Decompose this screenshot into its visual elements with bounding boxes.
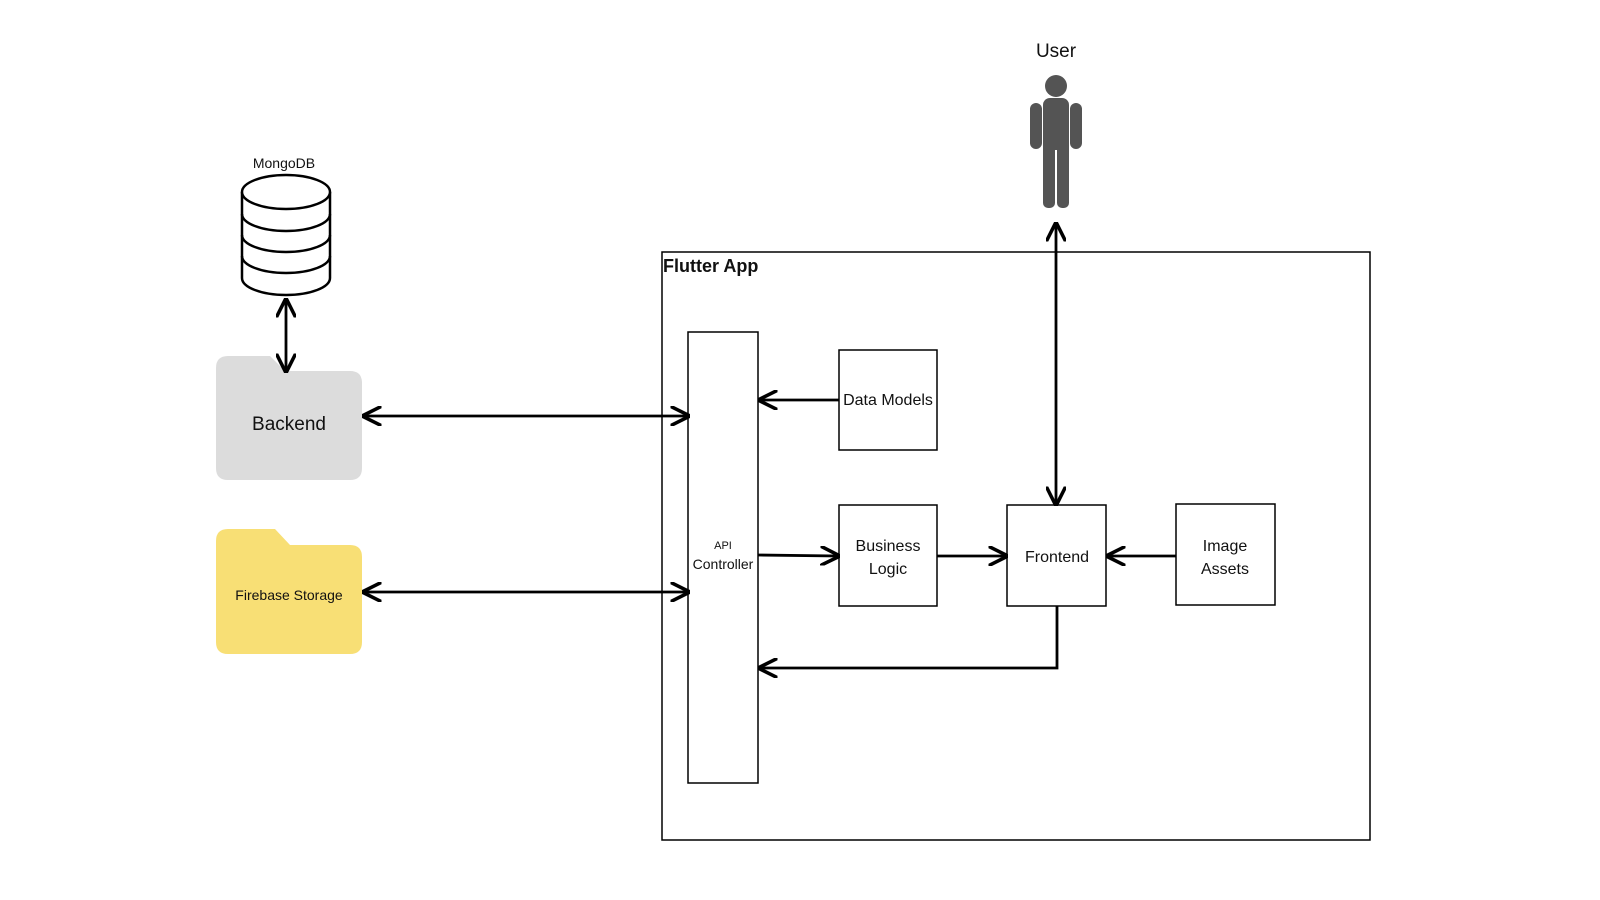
mongodb-label: MongoDB xyxy=(253,155,315,171)
flutter-app-title: Flutter App xyxy=(663,256,758,276)
business-label: Business xyxy=(856,538,921,555)
flutter-app-container xyxy=(661,251,1371,841)
person-icon xyxy=(1030,75,1082,208)
data-models-label: Data Models xyxy=(843,392,933,409)
arrow-frontend-api xyxy=(760,606,1059,668)
backend-node xyxy=(216,356,362,480)
api-controller-box xyxy=(687,331,759,784)
user-label: User xyxy=(1036,41,1077,62)
arrow-api-businesslogic xyxy=(757,555,838,556)
backend-label: Backend xyxy=(252,414,326,435)
api-label: API xyxy=(714,540,732,552)
business-logic-box xyxy=(838,504,938,607)
firebase-storage-label: Firebase Storage xyxy=(235,587,343,603)
folder-icon xyxy=(216,529,362,654)
frontend-label: Frontend xyxy=(1025,549,1089,566)
logic-label: Logic xyxy=(869,561,907,578)
image-assets-box xyxy=(1175,503,1276,606)
assets-label: Assets xyxy=(1201,561,1249,578)
database-icon xyxy=(240,173,332,297)
controller-label: Controller xyxy=(693,556,754,572)
image-label: Image xyxy=(1203,538,1248,555)
